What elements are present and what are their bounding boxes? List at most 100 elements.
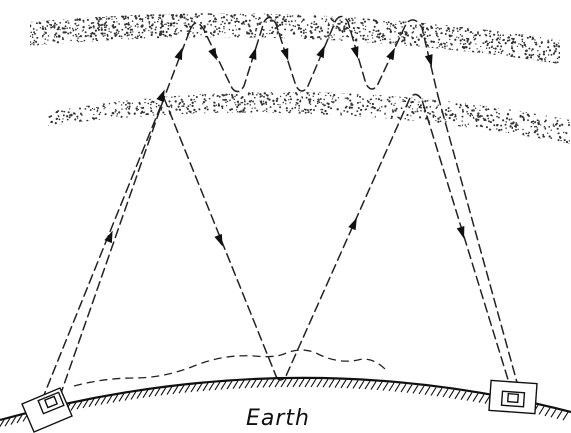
layer-dot — [137, 26, 139, 28]
layer-dot — [442, 13, 446, 14]
layer-dot — [35, 22, 38, 25]
layer-dot — [133, 143, 136, 144]
layer-dot — [531, 25, 534, 27]
layer-dot — [63, 11, 65, 13]
layer-dot — [82, 144, 84, 146]
layer-dot — [218, 30, 221, 33]
layer-dot — [363, 142, 366, 144]
layer-dot — [356, 26, 359, 29]
layer-dot — [551, 32, 554, 35]
layer-dot — [476, 19, 479, 21]
layer-dot — [115, 17, 118, 20]
layer-dot — [348, 48, 350, 50]
layer-dot — [76, 96, 78, 99]
layer-dot — [398, 127, 401, 130]
layer-dot — [181, 105, 184, 108]
layer-dot — [121, 28, 124, 31]
layer-dot — [243, 57, 246, 60]
layer-dot — [445, 24, 447, 27]
layer-dot — [300, 85, 301, 86]
layer-dot — [558, 124, 561, 127]
layer-dot — [508, 81, 509, 82]
layer-dot — [268, 13, 271, 14]
layer-dot — [480, 114, 482, 117]
layer-dot — [170, 9, 172, 11]
layer-dot — [130, 14, 133, 17]
layer-dot — [111, 24, 114, 28]
layer-dot — [491, 93, 494, 95]
layer-dot — [545, 81, 547, 83]
layer-dot — [134, 62, 136, 64]
layer-dot — [412, 132, 415, 135]
layer-dot — [558, 101, 560, 104]
layer-dot — [368, 30, 371, 33]
layer-dot — [281, 79, 283, 81]
layer-dot — [254, 131, 257, 134]
layer-dot — [554, 123, 557, 126]
layer-dot — [234, 84, 236, 86]
layer-dot — [82, 93, 86, 96]
layer-dot — [277, 89, 278, 90]
layer-dot — [155, 105, 158, 108]
layer-dot — [90, 22, 93, 25]
layer-dot — [64, 25, 67, 28]
layer-dot — [282, 11, 284, 13]
layer-dot — [522, 46, 524, 48]
layer-dot — [476, 48, 478, 50]
layer-dot — [114, 102, 117, 105]
layer-dot — [461, 15, 464, 17]
layer-dot — [151, 55, 153, 57]
layer-dot — [82, 103, 85, 105]
layer-dot — [236, 83, 238, 85]
layer-dot — [431, 46, 434, 49]
layer-dot — [169, 47, 172, 50]
layer-dot — [151, 76, 152, 77]
layer-dot — [424, 50, 426, 52]
layer-dot — [72, 34, 75, 37]
layer-dot — [154, 46, 156, 48]
layer-dot — [516, 21, 519, 24]
layer-dot — [245, 49, 248, 52]
layer-dot — [359, 34, 362, 37]
layer-dot — [70, 49, 73, 51]
layer-dot — [554, 104, 556, 107]
layer-dot — [495, 98, 498, 102]
layer-dot — [258, 62, 261, 64]
layer-dot — [482, 56, 485, 58]
layer-dot — [77, 41, 80, 43]
layer-dot — [392, 133, 394, 136]
layer-dot — [65, 93, 68, 97]
layer-dot — [510, 13, 512, 16]
layer-dot — [239, 10, 240, 11]
layer-dot — [274, 82, 276, 84]
layer-dot — [277, 44, 280, 46]
layer-dot — [243, 98, 246, 101]
layer-dot — [409, 57, 412, 60]
layer-dot — [39, 27, 42, 29]
layer-dot — [235, 20, 238, 23]
layer-dot — [49, 12, 50, 13]
layer-dot — [292, 24, 295, 27]
layer-dot — [288, 91, 291, 94]
layer-dot — [504, 9, 505, 10]
layer-dot — [506, 23, 508, 25]
layer-dot — [60, 124, 63, 127]
layer-dot — [488, 41, 491, 44]
layer-dot — [105, 14, 107, 16]
layer-dot — [243, 54, 246, 57]
layer-dot — [173, 54, 176, 57]
layer-dot — [375, 93, 377, 96]
layer-dot — [505, 132, 508, 135]
layer-dot — [159, 34, 162, 37]
layer-dot — [97, 47, 100, 50]
layer-dot — [148, 62, 151, 64]
layer-dot — [124, 26, 127, 29]
layer-dot — [162, 61, 165, 64]
layer-dot — [220, 39, 223, 42]
layer-dot — [67, 84, 68, 85]
layer-dot — [292, 143, 295, 144]
layer-dot — [547, 46, 550, 49]
layer-dot — [486, 20, 489, 23]
layer-dot — [51, 46, 54, 49]
layer-dot — [473, 35, 475, 37]
